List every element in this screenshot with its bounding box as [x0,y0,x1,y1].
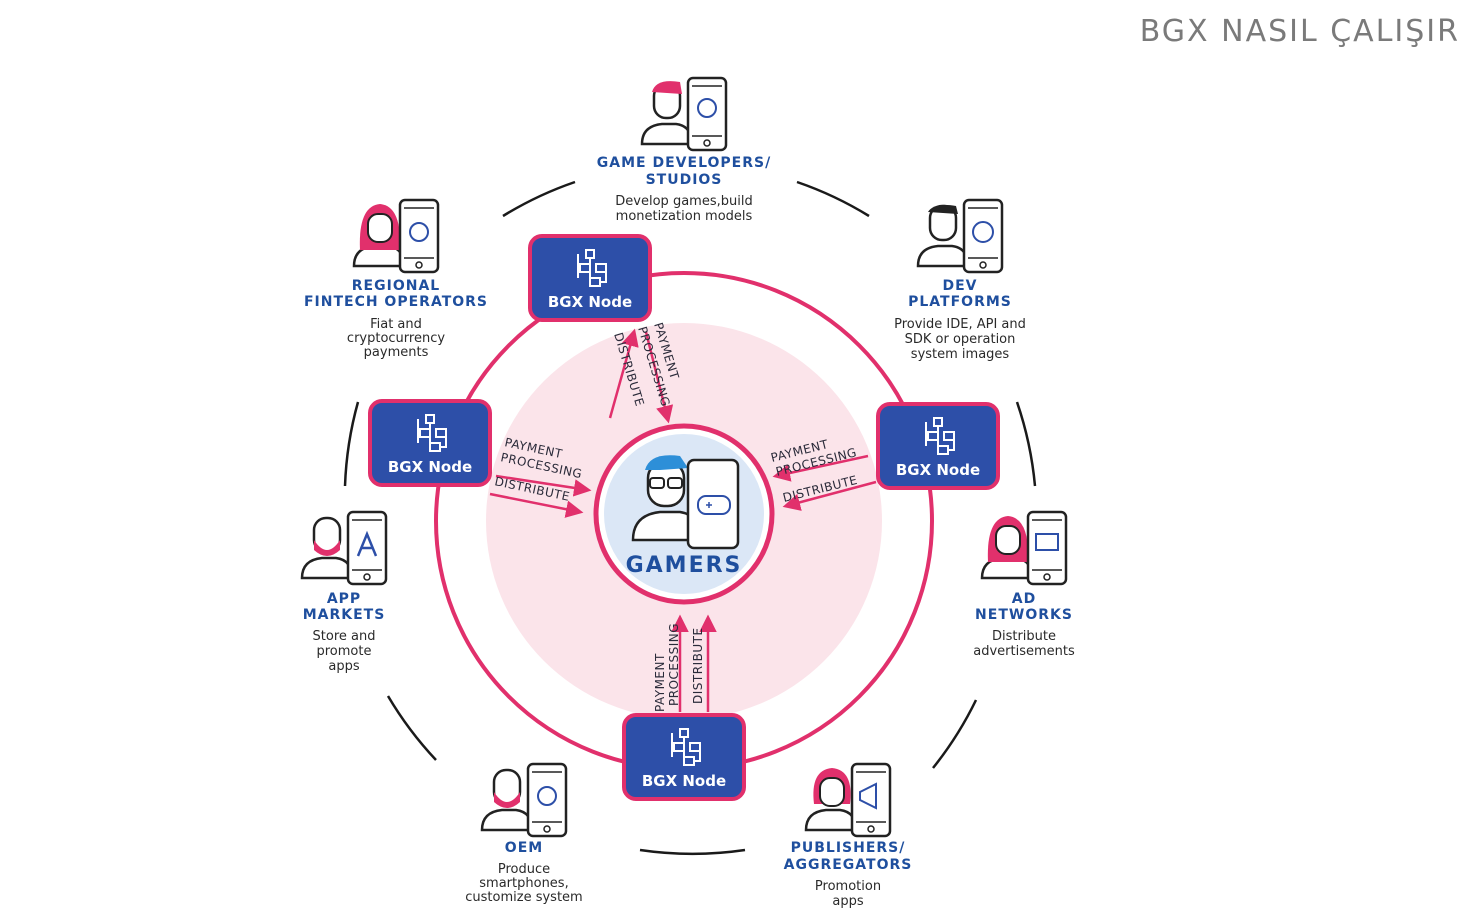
bottom-payment-label: PAYMENT [653,653,667,712]
role-game-developers: GAME DEVELOPERS/ STUDIOS Develop games,b… [597,155,771,224]
developer-avatar-icon [640,81,694,146]
arrow-top-distribute [608,328,639,419]
gamers-label: GAMERS [626,553,743,578]
phone-icon [398,198,440,274]
bgx-node-right: BGX Node [876,402,1000,490]
arrow-top-payment [644,331,674,424]
role-desc: monetization models [616,209,753,224]
role-desc: promote [317,644,372,659]
role-desc: Distribute [992,629,1056,644]
role-publishers: PUBLISHERS/ AGGREGATORS Promotion apps [784,840,913,909]
phone-icon [686,76,728,152]
markets-avatar-icon [300,516,354,580]
bgx-node-left: BGX Node [368,399,492,487]
fintech-avatar-icon [352,204,406,268]
role-desc: SDK or operation [905,332,1016,347]
role-dev-platforms: DEV PLATFORMS Provide IDE, API and SDK o… [894,278,1026,362]
role-title: PUBLISHERS/ [791,840,906,856]
role-desc: smartphones, [479,876,568,891]
role-desc: customize system [465,890,582,905]
brain-icon [972,221,994,243]
oem-avatar-icon [480,768,534,832]
app-markets-illustration [300,510,388,586]
chip-icon [537,786,557,806]
gamers-hub: GAMERS [593,423,775,605]
ad-networks-illustration [980,510,1068,586]
role-desc: apps [328,659,359,674]
page-title: BGX NASIL ÇALIŞIR [1139,14,1460,49]
role-desc: payments [364,345,429,360]
role-title: FINTECH OPERATORS [304,294,488,310]
ad-icon [1035,533,1059,551]
coin-icon [409,222,429,242]
role-desc: Develop games,build [615,194,752,209]
role-title: OEM [505,840,543,856]
arrow-right-distribute [782,480,877,511]
bgx-node-bottom: BGX Node [622,713,746,801]
role-title: DEV [942,278,977,294]
arrow-left-payment [495,474,592,497]
bgx-node-top: BGX Node [528,234,652,322]
outer-ring [343,180,1037,856]
role-desc: system images [911,347,1010,362]
arrow-left-distribute [489,492,584,518]
role-title: STUDIOS [646,172,723,188]
role-desc: advertisements [973,644,1075,659]
app-store-icon [356,530,378,557]
role-fintech: REGIONAL FINTECH OPERATORS Fiat and cryp… [304,278,488,360]
arrow-right-payment [772,454,869,482]
role-desc: Promotion [815,879,881,894]
fintech-illustration [352,198,440,274]
role-desc: Produce [498,862,550,877]
role-title: MARKETS [303,607,386,623]
role-title: AD [1012,591,1036,607]
role-desc: apps [832,894,863,909]
node-label: BGX Node [548,293,632,311]
role-title: NETWORKS [975,607,1073,623]
role-title: GAME DEVELOPERS/ [597,155,771,171]
platform-avatar-icon [916,204,970,268]
node-label: BGX Node [642,772,726,790]
role-desc: Store and [313,629,376,644]
node-label: BGX Node [388,458,472,476]
role-title: REGIONAL [352,278,440,294]
role-oem: OEM Produce smartphones, customize syste… [465,840,582,905]
role-title: PLATFORMS [908,294,1012,310]
gear-icon [697,98,717,118]
role-desc: cryptocurrency [347,331,445,346]
role-title: AGGREGATORS [784,857,913,873]
role-desc: Fiat and [370,317,422,332]
oem-illustration [480,762,568,838]
phone-icon [850,762,892,838]
game-developers-illustration [640,76,728,152]
bottom-distribute-label: DISTRIBUTE [691,627,705,704]
megaphone-icon [859,782,877,810]
game-phone-icon [686,458,740,550]
flow-arrows [489,328,877,712]
role-title: APP [327,591,361,607]
phone-icon [1026,510,1068,586]
phone-icon [526,762,568,838]
role-desc: Provide IDE, API and [894,317,1026,332]
publisher-avatar-icon [804,768,858,832]
ad-avatar-icon [980,516,1034,580]
dev-platforms-illustration [916,198,1004,274]
publishers-illustration [804,762,892,838]
phone-icon [962,198,1004,274]
role-ad-networks: AD NETWORKS Distribute advertisements [973,591,1075,659]
role-app-markets: APP MARKETS Store and promote apps [303,591,386,674]
bottom-processing-label: PROCESSING [667,623,681,706]
node-label: BGX Node [896,461,980,479]
